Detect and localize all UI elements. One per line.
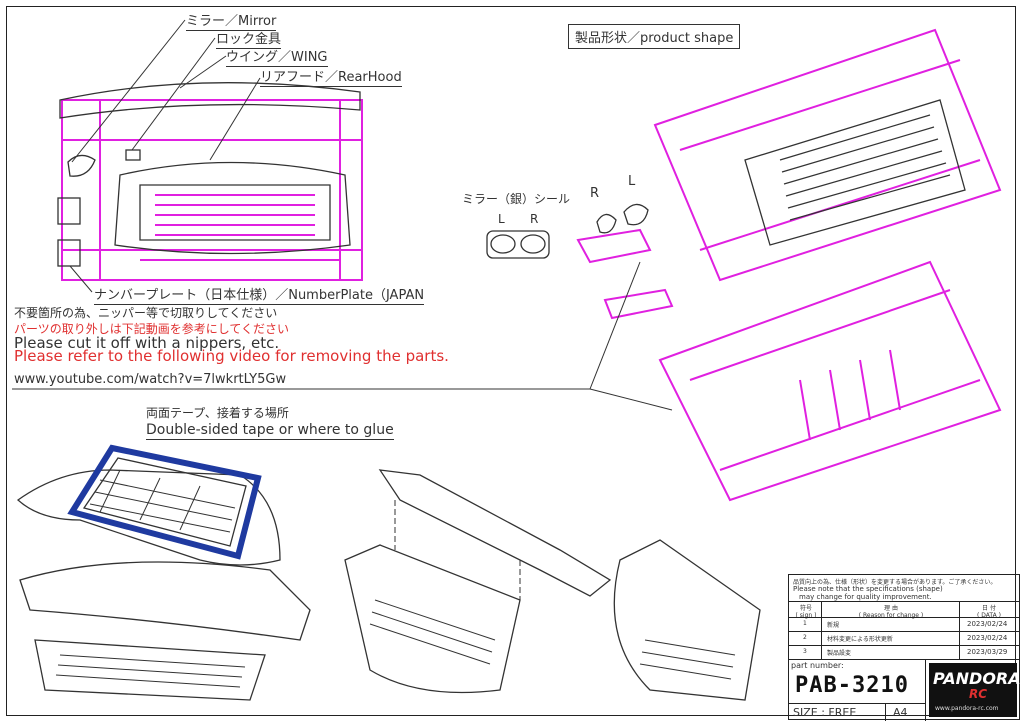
instruction-jp-video: パーツの取り外しは下記動画を参考にしてください xyxy=(14,322,290,336)
exploded-part-right xyxy=(613,539,761,701)
label-seal-L: L xyxy=(498,212,505,226)
plate-b xyxy=(57,239,81,267)
label-seal-R: R xyxy=(530,212,539,226)
label-double-sided-en: Double-sided tape or where to glue xyxy=(146,422,394,440)
lock-shape xyxy=(125,149,141,161)
label-double-sided-jp: 両面テープ、接着する場所 xyxy=(146,406,289,420)
label-mirror: ミラー／Mirror xyxy=(186,10,277,31)
mirror-seal-L xyxy=(490,234,516,254)
lower-sprue xyxy=(658,260,1002,502)
tb-col-sign: 符号 ( sign ) xyxy=(795,605,817,619)
plate-a xyxy=(57,197,81,225)
label-product-shape: 製品形状／product shape xyxy=(568,24,741,49)
tb-paper: A4 xyxy=(893,706,908,719)
title-block: 品質向上の為、仕様（形状）を変更する場合があります。ご了承ください。 Pleas… xyxy=(788,574,1021,721)
label-number-plate: ナンバープレート（日本仕様）／NumberPlate（JAPAN xyxy=(94,284,425,305)
label-lock: ロック金具 xyxy=(216,28,282,49)
exploded-wing xyxy=(378,469,612,600)
tb-note-jp: 品質向上の為、仕様（形状）を変更する場合があります。ご了承ください。 xyxy=(793,579,997,586)
video-url-link[interactable]: www.youtube.com/watch?v=7lwkrtLY5Gw xyxy=(14,372,287,387)
assembled-part-top xyxy=(16,444,281,566)
tb-row1-date: 2023/02/24 xyxy=(967,620,1008,628)
tb-part-number-label: part number: xyxy=(791,661,844,670)
tb-row3-sign: 3 xyxy=(803,648,807,655)
assembled-part-bottom xyxy=(19,561,311,701)
wing-shape xyxy=(59,82,361,119)
tb-note-en2: may change for quality improvement. xyxy=(799,593,932,601)
tb-note-en1: Please note that the specifications (sha… xyxy=(793,585,943,593)
tb-row1-reason: 新規 xyxy=(827,622,840,629)
tb-col-reason: 理 由 ( Reason for change ) xyxy=(858,605,924,619)
label-mirror-L: L xyxy=(628,174,636,189)
pandora-logo: PANDORA RC www.pandora-rc.com xyxy=(929,663,1021,717)
leader-lines xyxy=(69,19,261,293)
instruction-jp-cut: 不要箇所の為、ニッパー等で切取りしてください xyxy=(14,306,278,320)
label-mirror-seal: ミラー（銀）シール xyxy=(462,192,571,206)
mirror-shape xyxy=(67,154,96,177)
tb-col-date: 日 付 ( DATA ) xyxy=(977,605,1001,619)
exploded-hood xyxy=(344,544,521,694)
tb-row1-sign: 1 xyxy=(803,620,807,627)
tb-row3-date: 2023/03/29 xyxy=(967,648,1008,656)
mirror-seal-R xyxy=(520,234,546,254)
lock-parts-sprue xyxy=(603,288,674,320)
mirror-parts-sprue xyxy=(576,228,652,264)
mirror-seal-sheet xyxy=(486,230,550,259)
instruction-en-cut: Please cut it off with a nippers, etc. xyxy=(14,334,280,352)
tb-row3-reason: 製品設変 xyxy=(827,650,852,657)
tb-row2-reason: 材料変更による形状更新 xyxy=(827,636,893,643)
instruction-en-video: Please refer to the following video for … xyxy=(14,347,449,365)
product-shape-sprue xyxy=(653,28,1002,282)
label-rear-hood: リアフード／RearHood xyxy=(260,66,402,87)
label-mirror-R: R xyxy=(590,186,600,201)
tb-row2-sign: 2 xyxy=(803,634,807,641)
tb-row2-date: 2023/02/24 xyxy=(967,634,1008,642)
tb-size: SIZE : FREE xyxy=(793,706,857,719)
rear-hood-shape xyxy=(114,161,351,255)
tb-part-number: PAB-3210 xyxy=(795,673,909,698)
drawing-frame xyxy=(6,6,1016,716)
label-wing: ウイング／WING xyxy=(226,46,328,67)
